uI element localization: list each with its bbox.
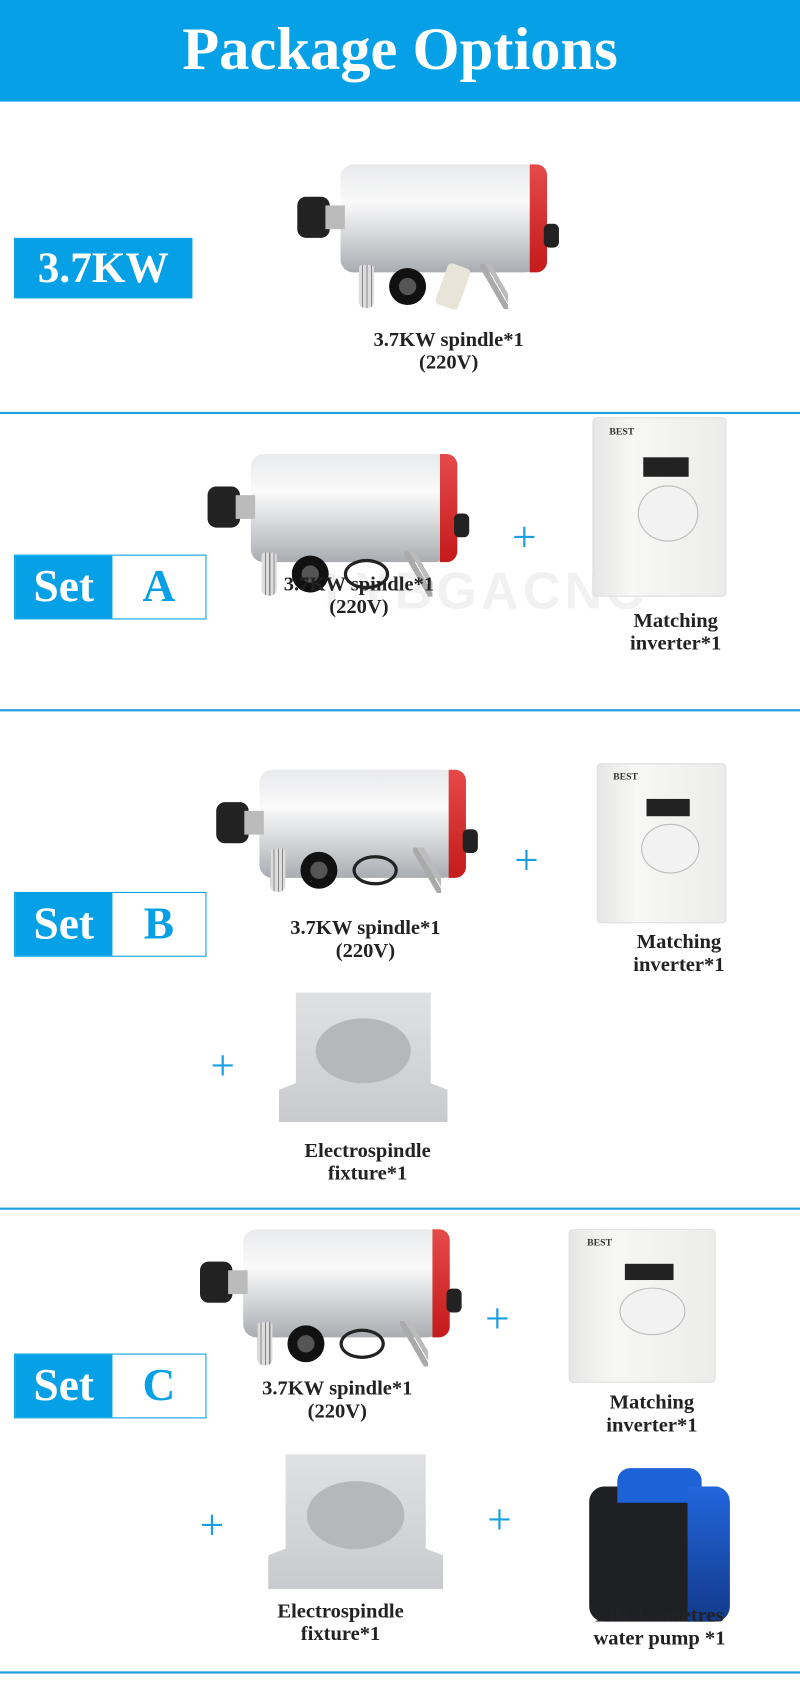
- set-text: Set: [15, 555, 113, 619]
- spindle-caption: 3.7KW spindle*1(220V): [290, 917, 440, 962]
- set-text: Set: [15, 1354, 113, 1418]
- plus-icon: +: [210, 1041, 235, 1090]
- water-pump-image: [589, 1467, 730, 1622]
- set-letter: C: [142, 1361, 176, 1411]
- caption-line: water pump *1: [593, 1627, 726, 1650]
- plus-icon: +: [514, 835, 539, 885]
- inverter-image: BEST: [596, 763, 727, 924]
- caption-line: (220V): [335, 939, 396, 963]
- spindle-caption: 3.7KW spindle*1(220V): [262, 1377, 412, 1422]
- page-title: Package Options: [0, 0, 800, 102]
- accessories-image: [257, 1321, 429, 1367]
- spindle-image: [297, 164, 567, 273]
- caption-line: 3.7KW spindle*1: [262, 1377, 413, 1401]
- caption-line: 3.7KW spindle*1: [373, 328, 524, 352]
- spindle-caption: 3.7KW spindle*1(220V): [374, 329, 524, 374]
- caption-line: fixture*1: [300, 1622, 381, 1646]
- caption-line: inverter*1: [633, 953, 725, 977]
- caption-line: Lift 3.5 metres: [595, 1604, 724, 1628]
- plus-icon: +: [199, 1500, 225, 1550]
- power-label: 3.7KW: [14, 237, 193, 299]
- accessories-image: [261, 551, 433, 597]
- plus-icon: +: [512, 512, 537, 562]
- caption-line: inverter*1: [606, 1414, 698, 1437]
- accessories-image: [270, 847, 442, 893]
- divider: [0, 709, 800, 712]
- plus-icon: +: [485, 1294, 510, 1343]
- caption-line: (220V): [307, 1400, 367, 1423]
- plus-icon: +: [487, 1495, 512, 1544]
- caption-line: Matching: [636, 930, 722, 954]
- set-c-label: Set C: [14, 1353, 207, 1419]
- caption-line: 3.7KW spindle*1: [290, 916, 441, 940]
- caption-line: Electrospindle: [304, 1139, 431, 1163]
- caption-line: 3.7KW spindle*1: [283, 572, 435, 596]
- fixture-image: [268, 1454, 444, 1590]
- caption-line: (220V): [329, 595, 389, 619]
- spindle-caption: 3.7KW spindle*1(220V): [284, 573, 434, 618]
- set-a-label: Set A: [14, 554, 207, 620]
- inverter-image: BEST: [592, 417, 727, 597]
- caption-line: fixture*1: [327, 1162, 408, 1185]
- divider: [0, 411, 800, 415]
- set-text: Set: [15, 892, 113, 956]
- spindle-image: [200, 1229, 470, 1338]
- divider: [0, 1207, 800, 1210]
- caption-line: inverter*1: [630, 632, 722, 656]
- inverter-image: BEST: [568, 1229, 716, 1383]
- spindle-image: [207, 454, 478, 563]
- divider: [0, 1671, 800, 1674]
- caption-line: Matching: [609, 1391, 695, 1415]
- caption-line: (220V): [418, 351, 479, 375]
- caption-line: Matching: [633, 609, 718, 633]
- set-letter: B: [143, 899, 175, 950]
- set-b-label: Set B: [14, 891, 207, 957]
- fixture-image: [278, 992, 448, 1123]
- caption-line: Electrospindle: [277, 1600, 404, 1623]
- set-letter: A: [142, 562, 176, 612]
- accessories-image: [358, 262, 509, 311]
